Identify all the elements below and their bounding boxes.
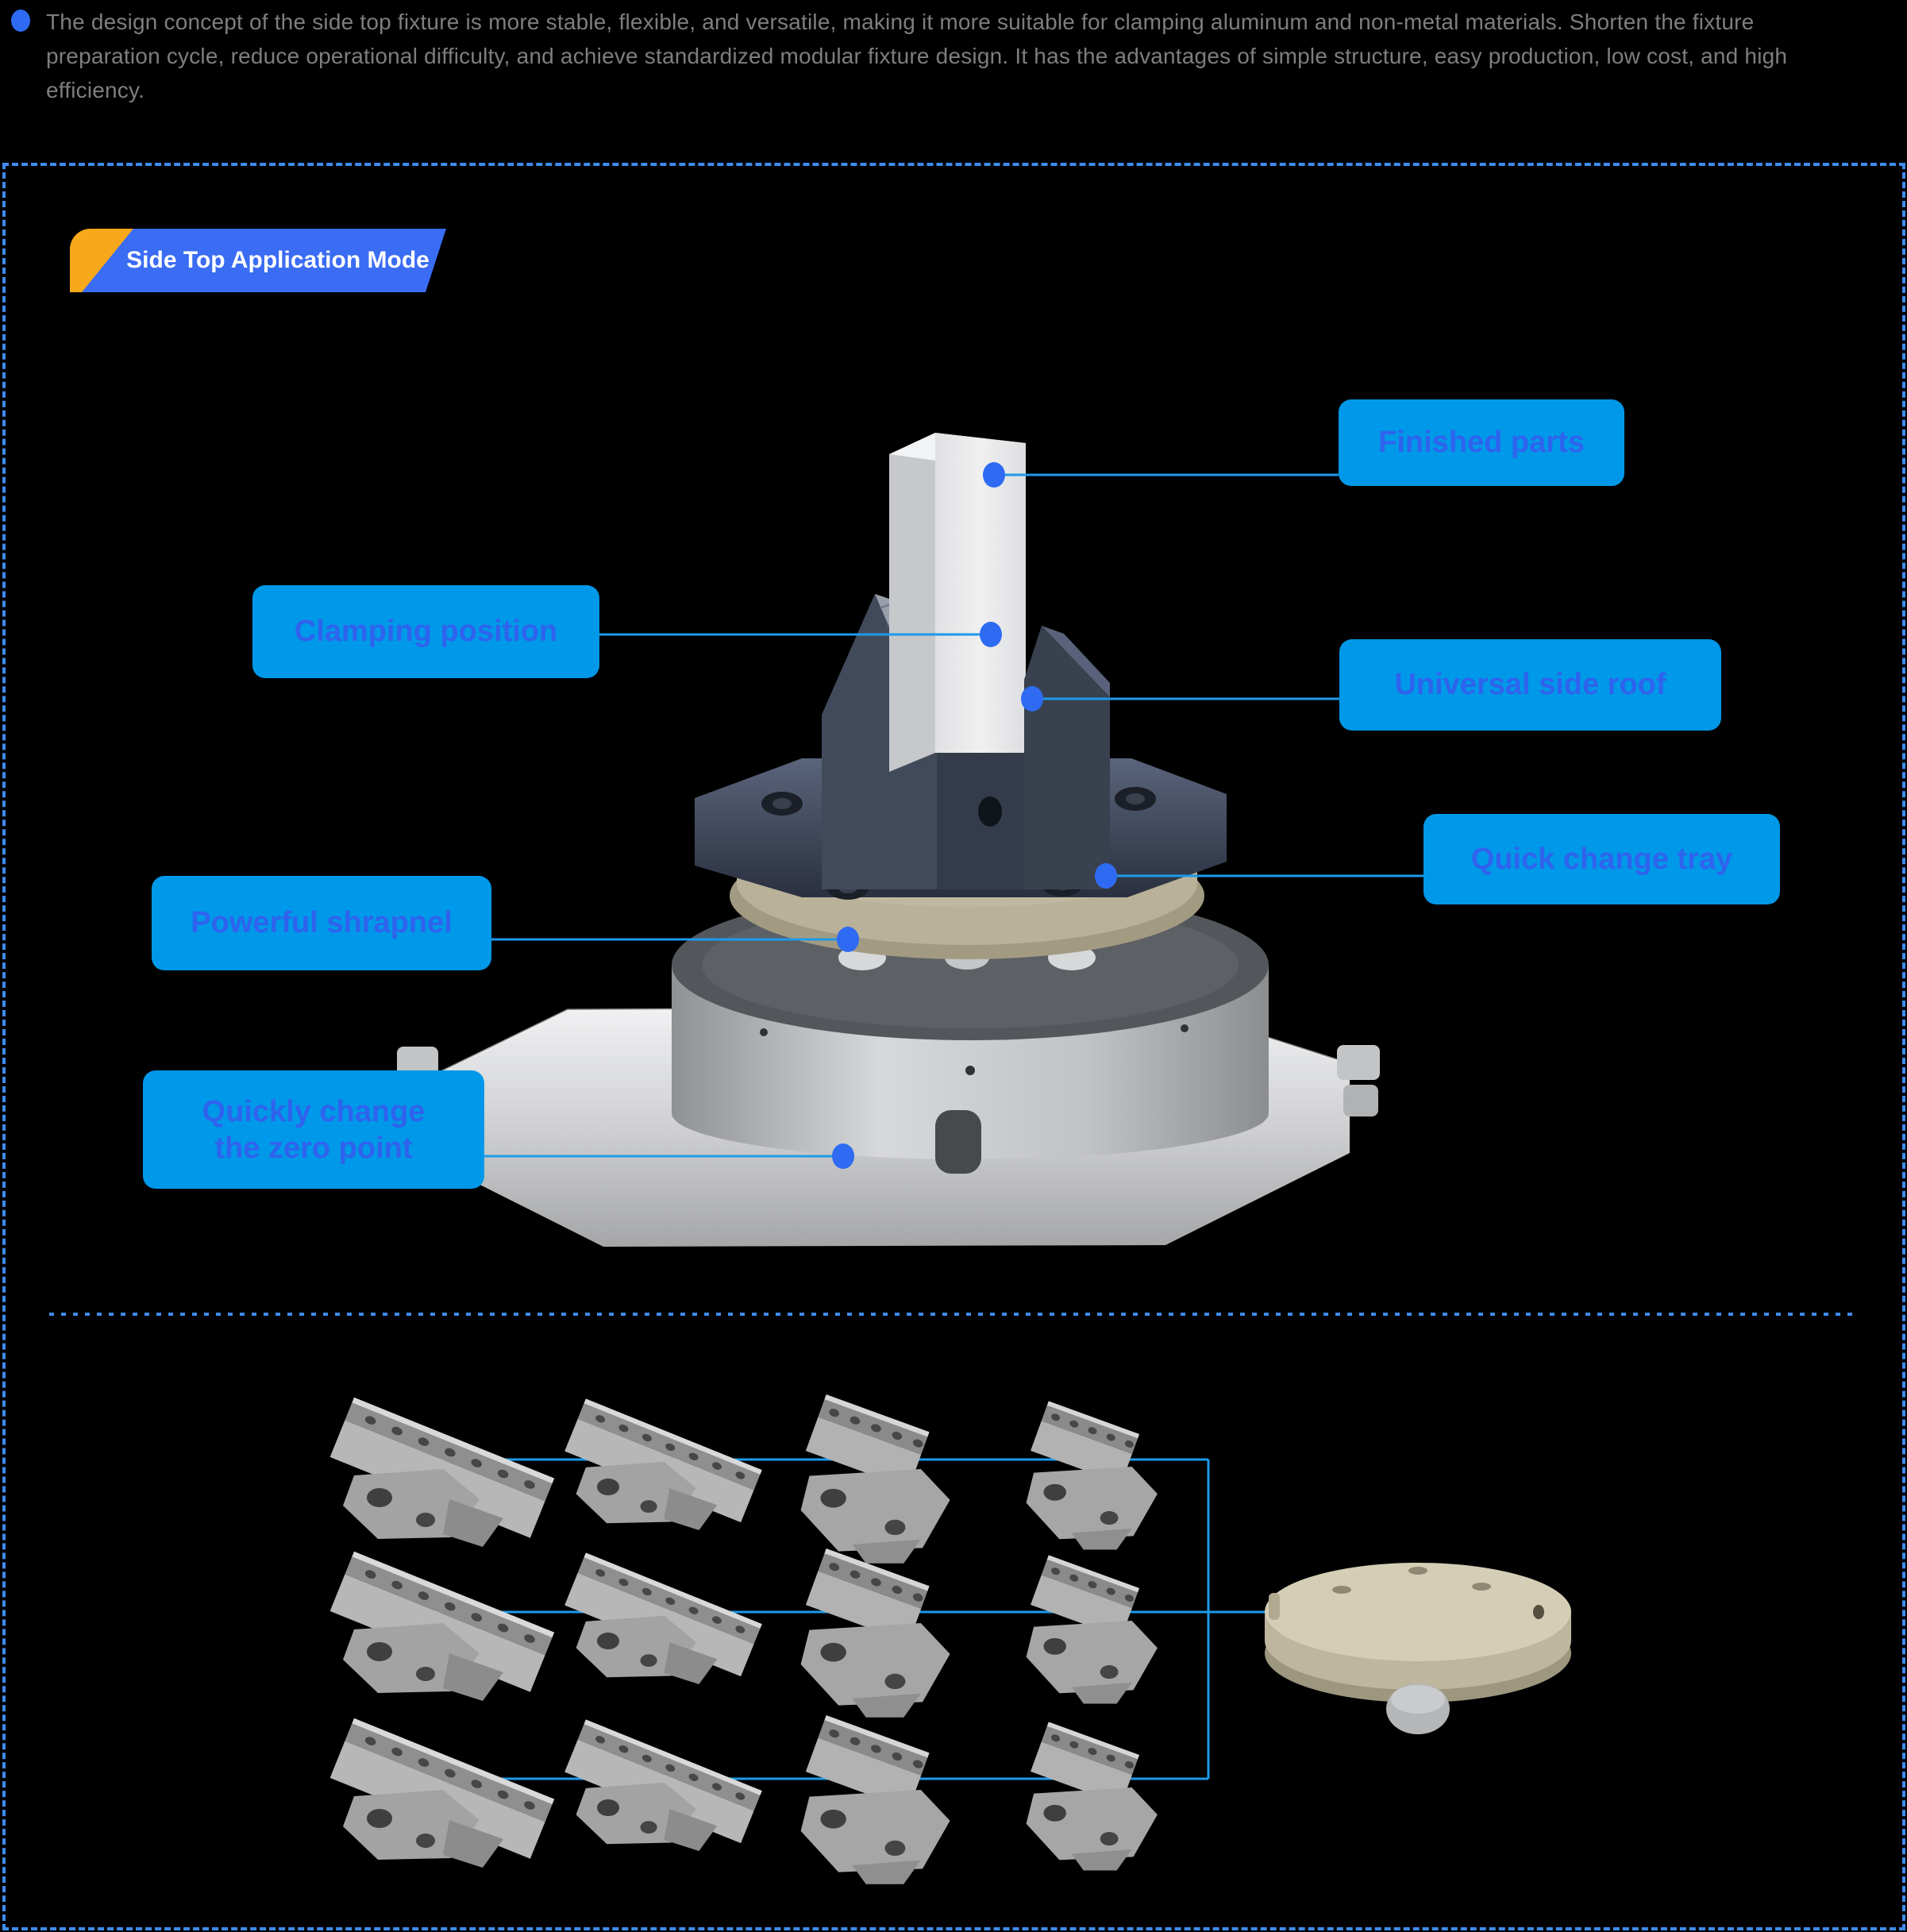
banner-blue-ribbon	[82, 229, 446, 292]
callout-finished-parts: Finished parts	[1339, 399, 1624, 486]
callout-label: Universal side roof	[1394, 668, 1666, 701]
variant-rail-medium	[564, 1719, 762, 1852]
callout-label: Powerful shrapnel	[191, 906, 453, 939]
variant-block-wide	[800, 1394, 950, 1564]
variant-rail-medium	[564, 1552, 762, 1685]
callout-lines	[484, 473, 1424, 1158]
content-frame	[2, 163, 1905, 1930]
variant-grid	[329, 1394, 1158, 1884]
callout-anchor-dots	[832, 462, 1117, 1169]
variant-rail-long	[329, 1718, 555, 1868]
section-title: Side Top Application Mode	[126, 247, 430, 273]
variant-block-small	[1026, 1555, 1158, 1704]
finished-part-front	[935, 433, 1026, 753]
intro-section: The design concept of the side top fixtu…	[0, 0, 1907, 159]
variant-rail-long	[329, 1397, 555, 1547]
callout-label: Quickly change the zero point	[202, 1094, 426, 1165]
variant-block-wide	[800, 1715, 950, 1884]
callout-quick-change-tray: Quick change tray	[1424, 814, 1780, 904]
callout-powerful-shrapnel: Powerful shrapnel	[152, 876, 491, 970]
section-banner: Side Top Application Mode	[70, 229, 446, 292]
callout-label: Quick change tray	[1470, 842, 1733, 876]
variant-block-small	[1026, 1401, 1158, 1550]
callout-label: Finished parts	[1378, 426, 1585, 459]
callout-clamping-position: Clamping position	[252, 585, 599, 678]
side-top-clamp	[822, 433, 1110, 889]
variant-block-small	[1026, 1722, 1158, 1871]
callout-label: Clamping position	[294, 615, 558, 648]
variant-rail-long	[329, 1551, 555, 1701]
base-slot	[935, 1110, 981, 1174]
main-fixture-render	[397, 433, 1380, 1247]
quick-change-tray-render	[1265, 1563, 1571, 1734]
variant-rail-medium	[564, 1398, 762, 1531]
callout-quickly-change-zero-point: Quickly change the zero point	[143, 1070, 484, 1189]
variant-block-wide	[800, 1548, 950, 1718]
bullet-dot-icon	[11, 10, 30, 32]
intro-paragraph: The design concept of the side top fixtu…	[46, 10, 1788, 102]
finished-part-side	[889, 433, 935, 772]
callout-universal-side-roof: Universal side roof	[1339, 639, 1721, 731]
